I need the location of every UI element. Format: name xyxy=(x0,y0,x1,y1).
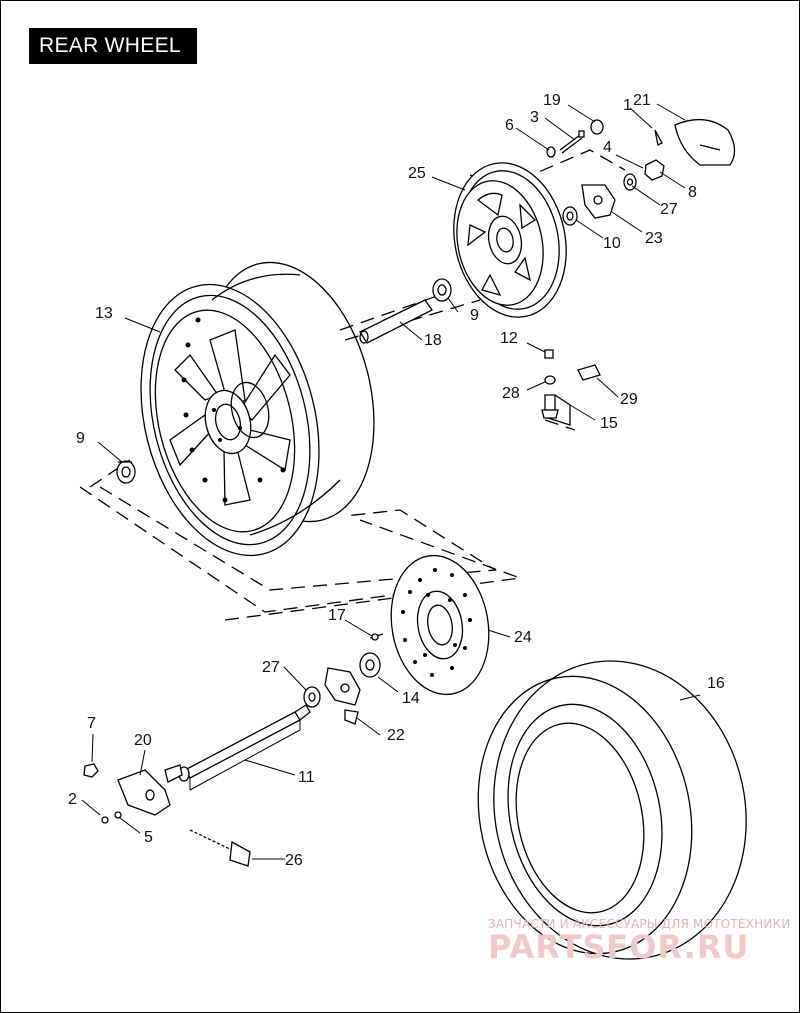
callout-21: 21 xyxy=(633,92,651,109)
rotor-screw xyxy=(369,633,384,641)
cotter-pin xyxy=(654,129,663,146)
callout-19: 19 xyxy=(543,92,561,109)
callout-4: 4 xyxy=(603,139,612,156)
adjuster-bracket-left xyxy=(324,667,361,725)
watermark-logo: PARTSFOR.RU xyxy=(488,928,750,966)
callout-29: 29 xyxy=(620,391,638,408)
valve-stem xyxy=(541,394,559,419)
callout-17: 17 xyxy=(328,607,346,624)
callout-13: 13 xyxy=(95,305,113,322)
callout-2: 2 xyxy=(68,791,77,808)
callout-15: 15 xyxy=(600,415,618,432)
callout-12: 12 xyxy=(500,330,518,347)
rear-axle xyxy=(164,704,311,791)
axle-nut xyxy=(644,159,665,181)
spacer-left xyxy=(359,652,381,678)
valve-cap xyxy=(544,349,554,359)
adjuster-bracket-right xyxy=(581,184,616,219)
wheel-bearing-left xyxy=(116,460,136,484)
callout-27-left: 27 xyxy=(262,659,280,676)
callout-1: 1 xyxy=(623,97,632,114)
callout-24: 24 xyxy=(514,629,532,646)
callout-16: 16 xyxy=(707,675,725,692)
valve-bracket-line xyxy=(547,394,571,426)
callout-10: 10 xyxy=(603,235,621,252)
rear-wheel-rim xyxy=(140,261,375,557)
callout-26: 26 xyxy=(285,852,303,869)
axle-spacer xyxy=(359,299,433,344)
wheel-bearing-right xyxy=(432,278,452,302)
callout-23: 23 xyxy=(645,230,663,247)
page-title: REAR WHEEL xyxy=(29,28,197,64)
callout-18: 18 xyxy=(424,332,442,349)
brake-rotor xyxy=(390,554,490,696)
rear-tire xyxy=(477,660,747,960)
callout-9-left: 9 xyxy=(76,430,85,447)
callout-9-right: 9 xyxy=(470,307,479,324)
small-lock-washer xyxy=(114,811,122,819)
small-washer xyxy=(546,146,556,158)
callout-28: 28 xyxy=(502,385,520,402)
leader-lines xyxy=(81,103,701,860)
adjusting-bolt xyxy=(189,829,251,867)
callout-6: 6 xyxy=(505,117,514,134)
axle-cover xyxy=(674,118,736,166)
callout-14: 14 xyxy=(402,690,420,707)
callout-labels: 1 2 3 4 5 6 7 8 9 9 10 11 12 13 14 15 16… xyxy=(68,92,725,869)
callout-8: 8 xyxy=(688,184,697,201)
callout-7: 7 xyxy=(87,715,96,732)
bolt xyxy=(559,130,585,154)
callout-5: 5 xyxy=(144,829,153,846)
callout-11: 11 xyxy=(298,769,315,786)
balance-weight xyxy=(577,364,601,381)
valve-nut xyxy=(544,375,556,385)
axle-adjuster-block xyxy=(117,769,171,816)
small-screw xyxy=(101,816,109,824)
washer xyxy=(562,206,578,226)
lock-nut xyxy=(590,119,604,135)
rear-sprocket xyxy=(453,162,567,318)
hex-nut xyxy=(83,763,99,778)
adjuster-washer-left xyxy=(303,686,321,708)
watermark-tagline: ЗАПЧАСТИ И АКСЕССУАРЫ ДЛЯ МОТОТЕХНИКИ xyxy=(488,917,791,931)
callout-3: 3 xyxy=(530,109,539,126)
callout-27-right: 27 xyxy=(660,201,678,218)
callout-20: 20 xyxy=(134,732,152,749)
adjuster-washer-right xyxy=(623,173,637,191)
callout-25: 25 xyxy=(408,165,426,182)
callout-22: 22 xyxy=(387,727,405,744)
